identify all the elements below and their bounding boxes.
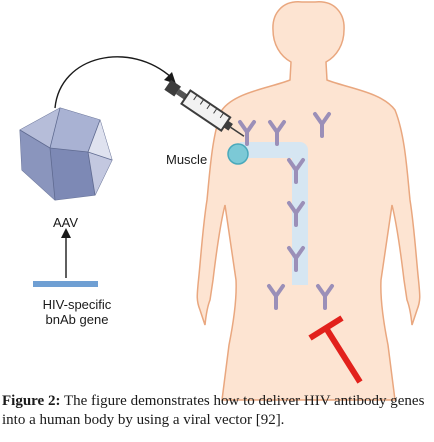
antibody-icon [267,284,285,310]
aav-label: AAV [53,215,79,230]
muscle-label: Muscle [166,152,208,167]
antibody-icon [268,120,286,146]
aav-virus-icon [19,107,113,201]
antibody-icon [313,112,331,138]
antibody-icon [238,120,256,146]
antibody-icon [316,284,334,310]
caption-text: The figure demonstrates how to deliver H… [2,393,425,428]
antibody-icon [287,158,305,184]
red-blocker [308,315,363,384]
gene-to-aav-arrowhead [61,228,71,238]
delivery-arrow [54,56,173,109]
gene-label-line2: bnAb gene [45,312,109,327]
antibody-icon [287,201,305,227]
human-body [196,1,421,401]
gene-bar [33,281,98,287]
antibody-stream [240,142,308,285]
antibody-icon [287,246,305,272]
figure-caption: Figure 2: The figure demonstrates how to… [2,392,432,430]
syringe-icon [164,79,245,137]
gene-label-line1: HIV-specific [42,297,112,312]
gene-label: HIV-specific bnAb gene [33,297,121,327]
delivery-arrowhead [164,72,176,84]
caption-prefix: Figure 2: [2,393,61,409]
muscle-site [227,143,249,165]
